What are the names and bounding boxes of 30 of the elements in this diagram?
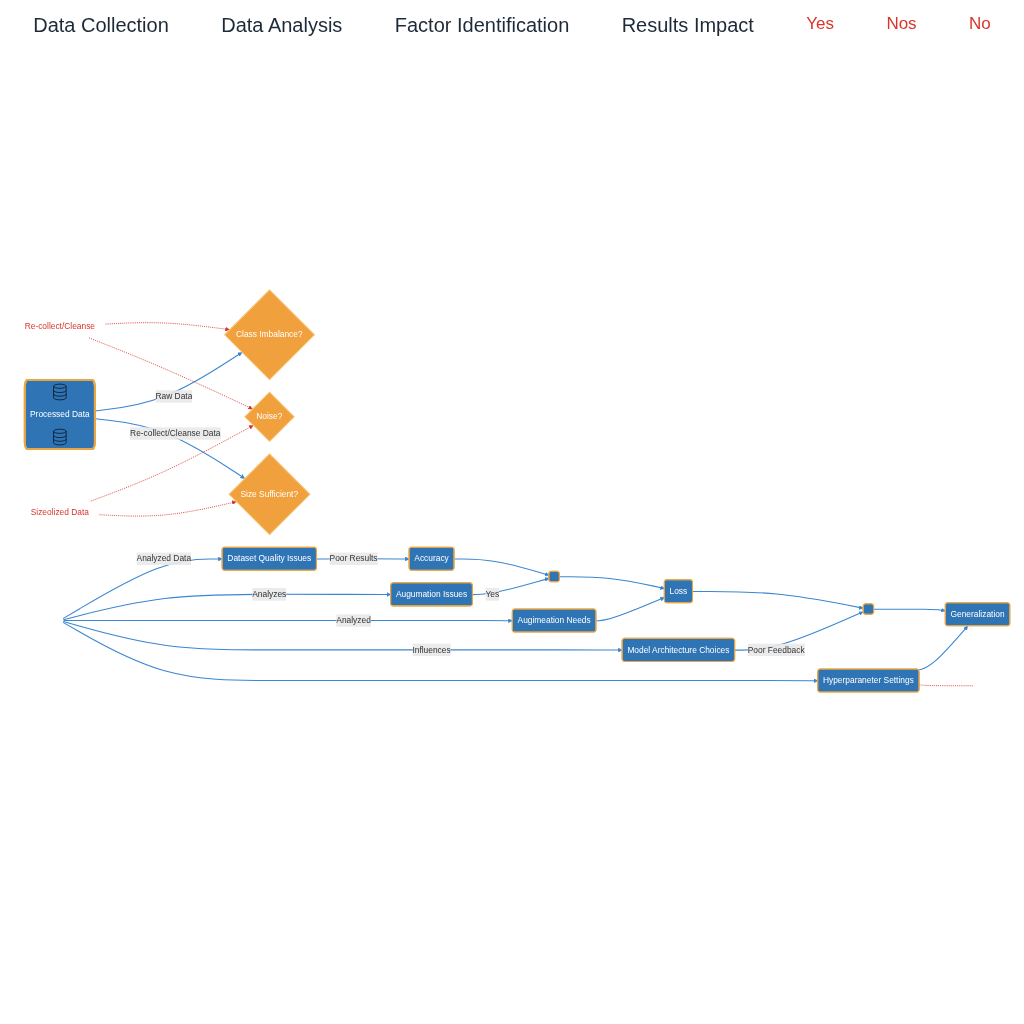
edge-label: Poor Results (329, 554, 378, 563)
edge-label: Analyzed Data (136, 554, 192, 563)
node-diamond: Noise? (244, 391, 295, 443)
edge-label: Yes (485, 589, 500, 599)
node-diamond: Class Imbalance? (223, 289, 316, 381)
edge-label: Influences (412, 645, 451, 655)
arrow (63, 618, 513, 624)
edge-label: Poor Feedback (747, 645, 805, 655)
edge-label: Re-collect/Cleanse Data (130, 428, 221, 438)
node-text: Sizeolized Data (30, 507, 89, 517)
column-heading: Data Analysis (221, 14, 343, 37)
note-label: No (969, 14, 991, 35)
arrow (62, 621, 623, 653)
arrow (94, 352, 243, 412)
column-heading: Data Collection (33, 14, 169, 37)
note-label: Nos (886, 14, 917, 35)
edge-label: Raw Data (155, 391, 193, 401)
note-label: Yes (806, 14, 834, 35)
column-heading: Factor Identification (394, 14, 570, 37)
arrow (559, 576, 665, 590)
node-diamond: Size Sufficient? (228, 453, 311, 536)
arrow (595, 596, 665, 622)
arrow (692, 590, 864, 610)
node-text: Re-collect/Cleanse (24, 321, 96, 331)
arrow (917, 625, 969, 671)
arrow (94, 418, 245, 479)
column-heading: Results Impact (621, 14, 754, 37)
edge-label: Analyzes (252, 589, 287, 599)
edge-label: Analyzed (336, 615, 371, 625)
arrow (873, 607, 946, 613)
